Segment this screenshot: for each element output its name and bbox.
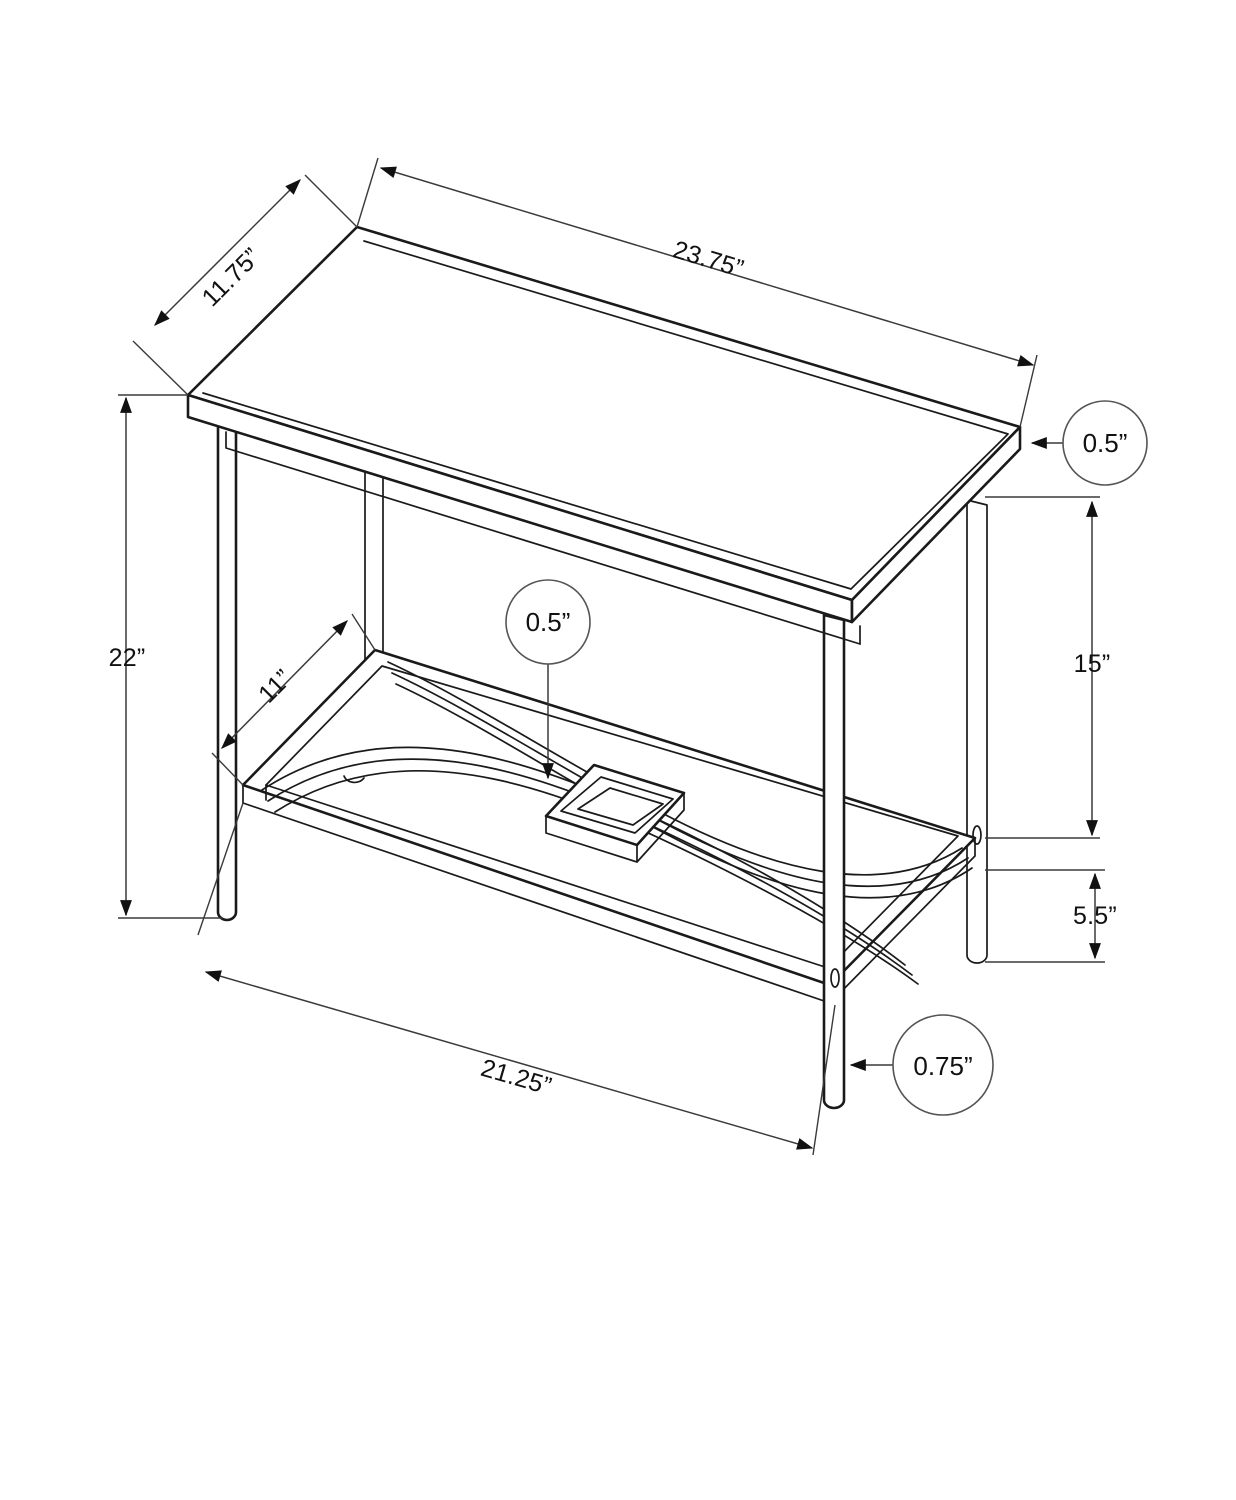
callout-bubble-top-thickness [1062, 400, 1148, 486]
callout-label-shelf-rail-thickness: 0.5” [526, 607, 571, 637]
callout-top-thickness: 0.5” [1030, 400, 1148, 486]
callout-label-top-thickness: 0.5” [1083, 428, 1128, 458]
dimension-top-to-shelf: 15” [985, 496, 1111, 839]
leg-front-left [216, 418, 238, 922]
center-square-medallion [544, 763, 686, 863]
dimension-label-top-depth: 11.75” [197, 243, 266, 312]
dimension-shelf-to-floor: 5.5” [985, 869, 1117, 963]
dimension-label-top-width: 23.75” [670, 236, 747, 284]
leg-front-right [822, 613, 846, 1110]
dimension-label-overall-height: 22” [109, 644, 146, 672]
dimension-label-shelf-width: 21.25” [478, 1054, 555, 1101]
table-apron-edge [225, 431, 861, 645]
dimension-overall-height: 22” [109, 394, 223, 919]
callout-leg-diameter: 0.75” [849, 1014, 994, 1116]
callout-bubble-shelf-rail [505, 579, 591, 665]
callout-label-leg-diameter: 0.75” [913, 1051, 972, 1081]
leg-fitting-markers [830, 825, 982, 988]
table-top [186, 225, 1022, 624]
dimension-label-shelf-depth: 11” [253, 664, 297, 708]
callout-bubble-leg-diameter [892, 1014, 994, 1116]
dimension-label-top-to-shelf: 15” [1074, 650, 1111, 678]
dimension-label-shelf-to-floor: 5.5” [1073, 902, 1117, 930]
leg-back-right [966, 499, 988, 964]
callout-shelf-rail-thickness: 0.5” [505, 579, 591, 780]
table-object [186, 225, 1022, 1110]
lower-shelf-frame [241, 648, 977, 1004]
